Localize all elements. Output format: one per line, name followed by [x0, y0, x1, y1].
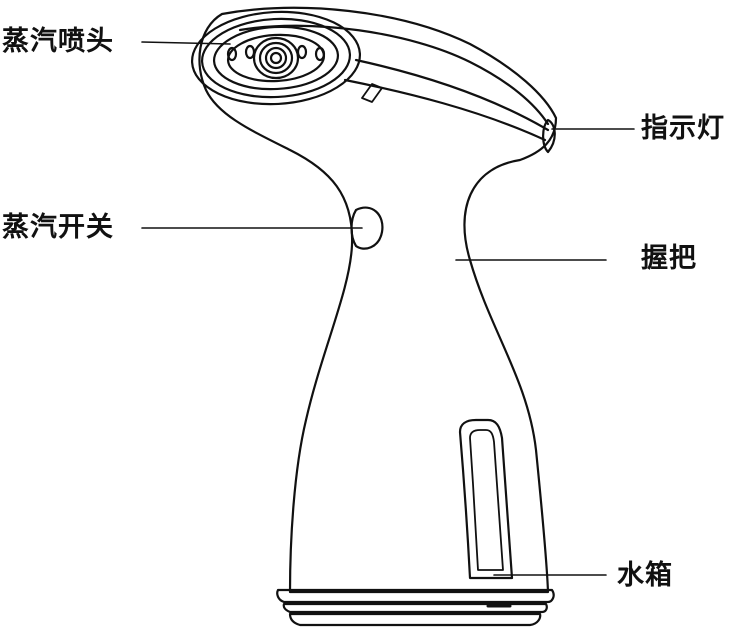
water-tank-window-inner — [469, 429, 504, 571]
head-lower-contour — [354, 58, 550, 132]
label-water-tank: 水箱 — [617, 560, 673, 591]
label-handle: 握把 — [641, 243, 697, 274]
indicator-light — [542, 118, 556, 154]
label-steam-nozzle: 蒸汽喷头 — [2, 26, 114, 57]
head-upper-contour — [238, 24, 550, 126]
head-side-contour — [343, 78, 547, 142]
water-tank-window — [458, 418, 514, 580]
steam-nozzle — [190, 10, 362, 106]
label-steam-switch: 蒸汽开关 — [2, 212, 114, 243]
base-rings — [276, 588, 555, 627]
label-indicator-light: 指示灯 — [641, 113, 725, 144]
head-vent-slot — [361, 83, 383, 103]
leader-line-steam-nozzle — [141, 41, 231, 45]
steamer-body-outline — [198, 6, 558, 594]
